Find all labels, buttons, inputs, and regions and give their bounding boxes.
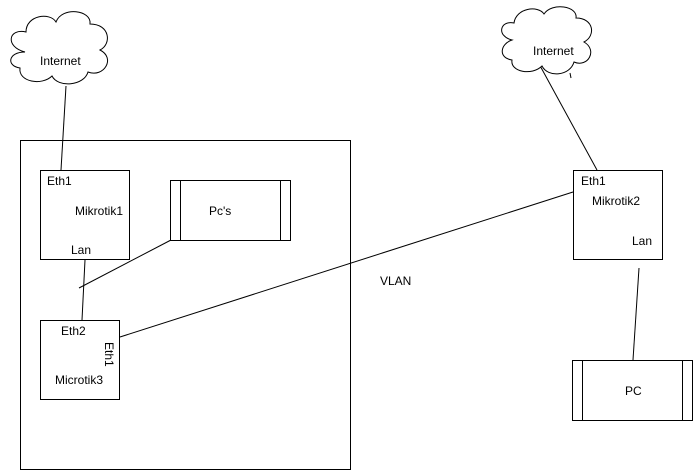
internet-cloud-left: Internet — [10, 11, 108, 85]
mikrotik2-router: Eth1 Mikrotik2 Lan — [573, 170, 663, 260]
link-internet-right-to-mikrotik2 — [537, 61, 598, 171]
mikrotik1-router: Eth1 Mikrotik1 Lan — [40, 170, 130, 260]
mikrotik2-lan-label: Lan — [632, 234, 652, 248]
pc-box — [572, 360, 693, 421]
cloud-label-left: Internet — [40, 54, 81, 68]
link-mikrotik1-lan-to-microtik3 — [81, 259, 86, 321]
cloud-shape-left — [10, 11, 108, 85]
mikrotik2-box — [573, 170, 663, 260]
link-internet-left-to-mikrotik1 — [60, 85, 67, 171]
microtik3-box — [40, 320, 120, 400]
mikrotik1-eth1-label: Eth1 — [47, 174, 72, 188]
link-mikrotik2-lan-to-pc — [632, 267, 640, 361]
pcs-box — [170, 180, 291, 241]
cloud-label-right: Internet — [533, 44, 574, 58]
pc-label: PC — [625, 384, 642, 398]
cloud-tick-right — [569, 72, 572, 79]
mikrotik1-lan-label: Lan — [71, 243, 91, 257]
microtik3-name: Microtik3 — [55, 373, 103, 387]
link-vlan-microtik3-to-mikrotik2 — [119, 191, 574, 338]
pc-node: PC — [572, 360, 693, 421]
link-pcs-to-microtik3 — [78, 239, 172, 289]
mikrotik1-box — [40, 170, 130, 260]
microtik3-eth1-label: Eth1 — [102, 342, 116, 367]
pcs-label: Pc's — [209, 204, 231, 218]
microtik3-eth2-label: Eth2 — [61, 324, 86, 338]
internet-cloud-right: Internet — [501, 6, 592, 79]
mikrotik1-name: Mikrotik1 — [75, 204, 123, 218]
mikrotik2-eth1-label: Eth1 — [581, 174, 606, 188]
cloud-shape-right — [501, 6, 592, 75]
mikrotik2-name: Mikrotik2 — [592, 194, 640, 208]
microtik3-router: Eth2 Eth1 Microtik3 — [40, 320, 120, 400]
site-container — [20, 140, 351, 470]
pcs-node: Pc's — [170, 180, 291, 241]
vlan-label: VLAN — [380, 274, 411, 288]
